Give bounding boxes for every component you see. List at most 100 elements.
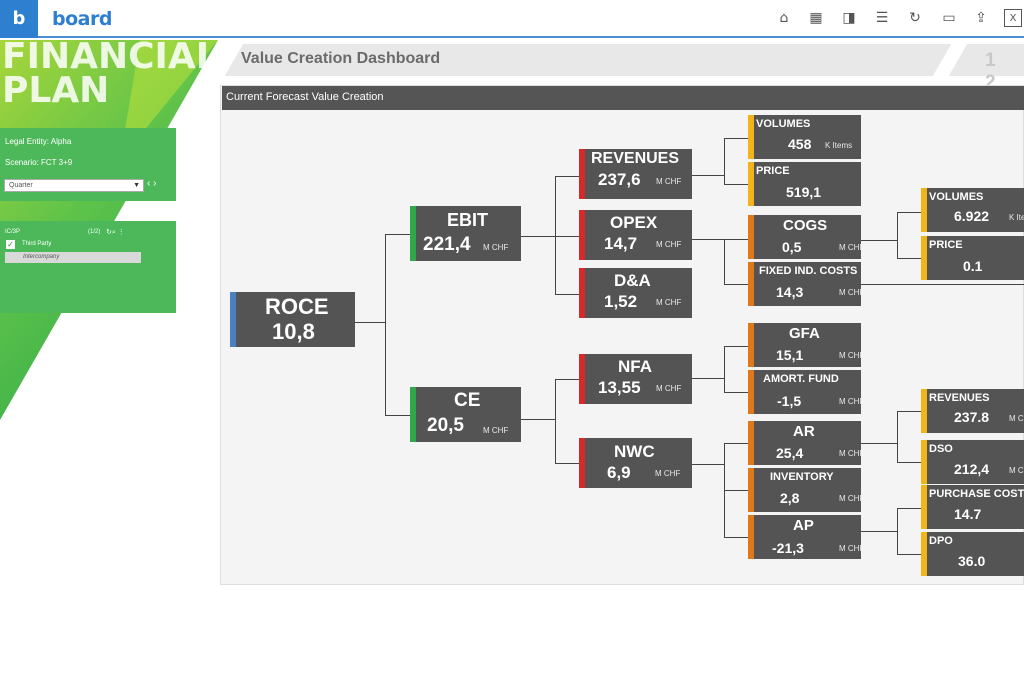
more-icon[interactable]: ⋮ bbox=[117, 229, 125, 236]
node-label: ROCE bbox=[265, 294, 329, 319]
node-color-bar bbox=[410, 206, 416, 261]
node-label: PRICE bbox=[929, 239, 963, 251]
presentation-icon[interactable]: ▭ bbox=[942, 10, 956, 26]
connector-line bbox=[555, 463, 579, 464]
node-value: 6,9 bbox=[607, 463, 631, 482]
connector-line bbox=[897, 212, 898, 259]
home-icon[interactable]: ⌂ bbox=[779, 10, 789, 26]
share-icon[interactable]: ⇪ bbox=[975, 10, 987, 26]
list-icon[interactable]: ☰ bbox=[875, 10, 889, 26]
node-label: PRICE bbox=[756, 165, 790, 177]
node-color-bar bbox=[748, 370, 754, 414]
node-unit: M CHF bbox=[655, 469, 681, 478]
node-label: GFA bbox=[789, 325, 820, 342]
connector-line bbox=[724, 443, 748, 444]
node-unit: M CHF bbox=[656, 298, 682, 307]
connector-line bbox=[897, 411, 898, 462]
connector-line bbox=[521, 236, 555, 237]
node-value: 14,7 bbox=[604, 234, 638, 253]
node-label: DPO bbox=[929, 535, 953, 547]
node-unit: M CHF bbox=[656, 240, 682, 249]
node-color-bar bbox=[921, 485, 927, 529]
node-label: VOLUMES bbox=[929, 191, 984, 203]
node-label: DSO bbox=[929, 443, 953, 455]
connector-line bbox=[385, 234, 410, 235]
refresh-icon[interactable]: ↻ bbox=[909, 10, 921, 26]
scenario-label: Scenario: FCT 3+9 bbox=[5, 158, 73, 167]
node-label: PURCHASE COST bbox=[929, 488, 1024, 500]
node-amort[interactable]: AMORT. FUND-1,5M CHF bbox=[748, 370, 861, 414]
board-logo-icon[interactable]: b bbox=[0, 0, 38, 38]
ic-filter-title: IC/3P bbox=[5, 229, 21, 235]
node-color-bar bbox=[748, 468, 754, 512]
node-value: 25,4 bbox=[776, 445, 804, 461]
node-ap[interactable]: AP-21,3M CHF bbox=[748, 515, 861, 559]
node-value: 2,8 bbox=[780, 490, 800, 506]
capsule-icon[interactable]: ▦ bbox=[809, 10, 823, 26]
connector-line bbox=[724, 346, 725, 392]
node-value: 0,5 bbox=[782, 239, 802, 255]
node-label: NFA bbox=[618, 357, 652, 376]
connector-line bbox=[385, 415, 410, 416]
page-indicator[interactable]: 1 2 bbox=[985, 50, 1004, 93]
node-color-bar bbox=[230, 292, 236, 347]
connector-line bbox=[861, 443, 897, 444]
node-unit: K Item bbox=[1009, 213, 1024, 222]
node-unit: M C bbox=[1009, 466, 1024, 475]
node-unit: M CHF bbox=[839, 288, 861, 297]
connector-line bbox=[897, 508, 921, 509]
node-color-bar bbox=[579, 268, 585, 318]
node-label: FIXED IND. COSTS bbox=[759, 265, 858, 277]
connector-line bbox=[724, 239, 725, 284]
connector-line bbox=[555, 379, 579, 380]
period-nav-arrows[interactable]: ‹ › bbox=[147, 178, 157, 189]
reset-icon[interactable]: ↻ bbox=[106, 229, 112, 236]
node-unit: M CHF bbox=[483, 426, 509, 435]
connector-line bbox=[897, 411, 921, 412]
search-icon[interactable]: ⌕ bbox=[111, 229, 116, 236]
third-party-checkbox[interactable]: ✓ bbox=[6, 240, 15, 249]
node-value: -21,3 bbox=[772, 540, 804, 556]
node-label: INVENTORY bbox=[770, 471, 834, 483]
node-value: 1,52 bbox=[604, 292, 638, 311]
intercompany-option[interactable]: Intercompany bbox=[5, 252, 141, 263]
ic-filter-tools[interactable]: ↻⌕ ⋮ bbox=[106, 228, 125, 237]
panel-icon[interactable]: ◨ bbox=[842, 10, 856, 26]
node-color-bar bbox=[921, 532, 927, 576]
node-label: REVENUES bbox=[929, 392, 990, 404]
node-label: VOLUMES bbox=[756, 118, 811, 130]
node-unit: M CHF bbox=[656, 384, 682, 393]
node-color-bar bbox=[921, 440, 927, 484]
period-select[interactable]: Quarter ▼ bbox=[4, 179, 144, 192]
connector-line bbox=[521, 419, 555, 420]
node-label: REVENUES bbox=[591, 150, 680, 167]
connector-line bbox=[724, 392, 748, 393]
node-color-bar bbox=[748, 262, 754, 306]
third-party-option[interactable]: Third Party bbox=[22, 241, 52, 247]
connector-line bbox=[724, 184, 748, 185]
connector-line bbox=[724, 138, 748, 139]
excel-icon[interactable]: X bbox=[1004, 9, 1022, 27]
node-value: 221,4 bbox=[423, 234, 471, 255]
